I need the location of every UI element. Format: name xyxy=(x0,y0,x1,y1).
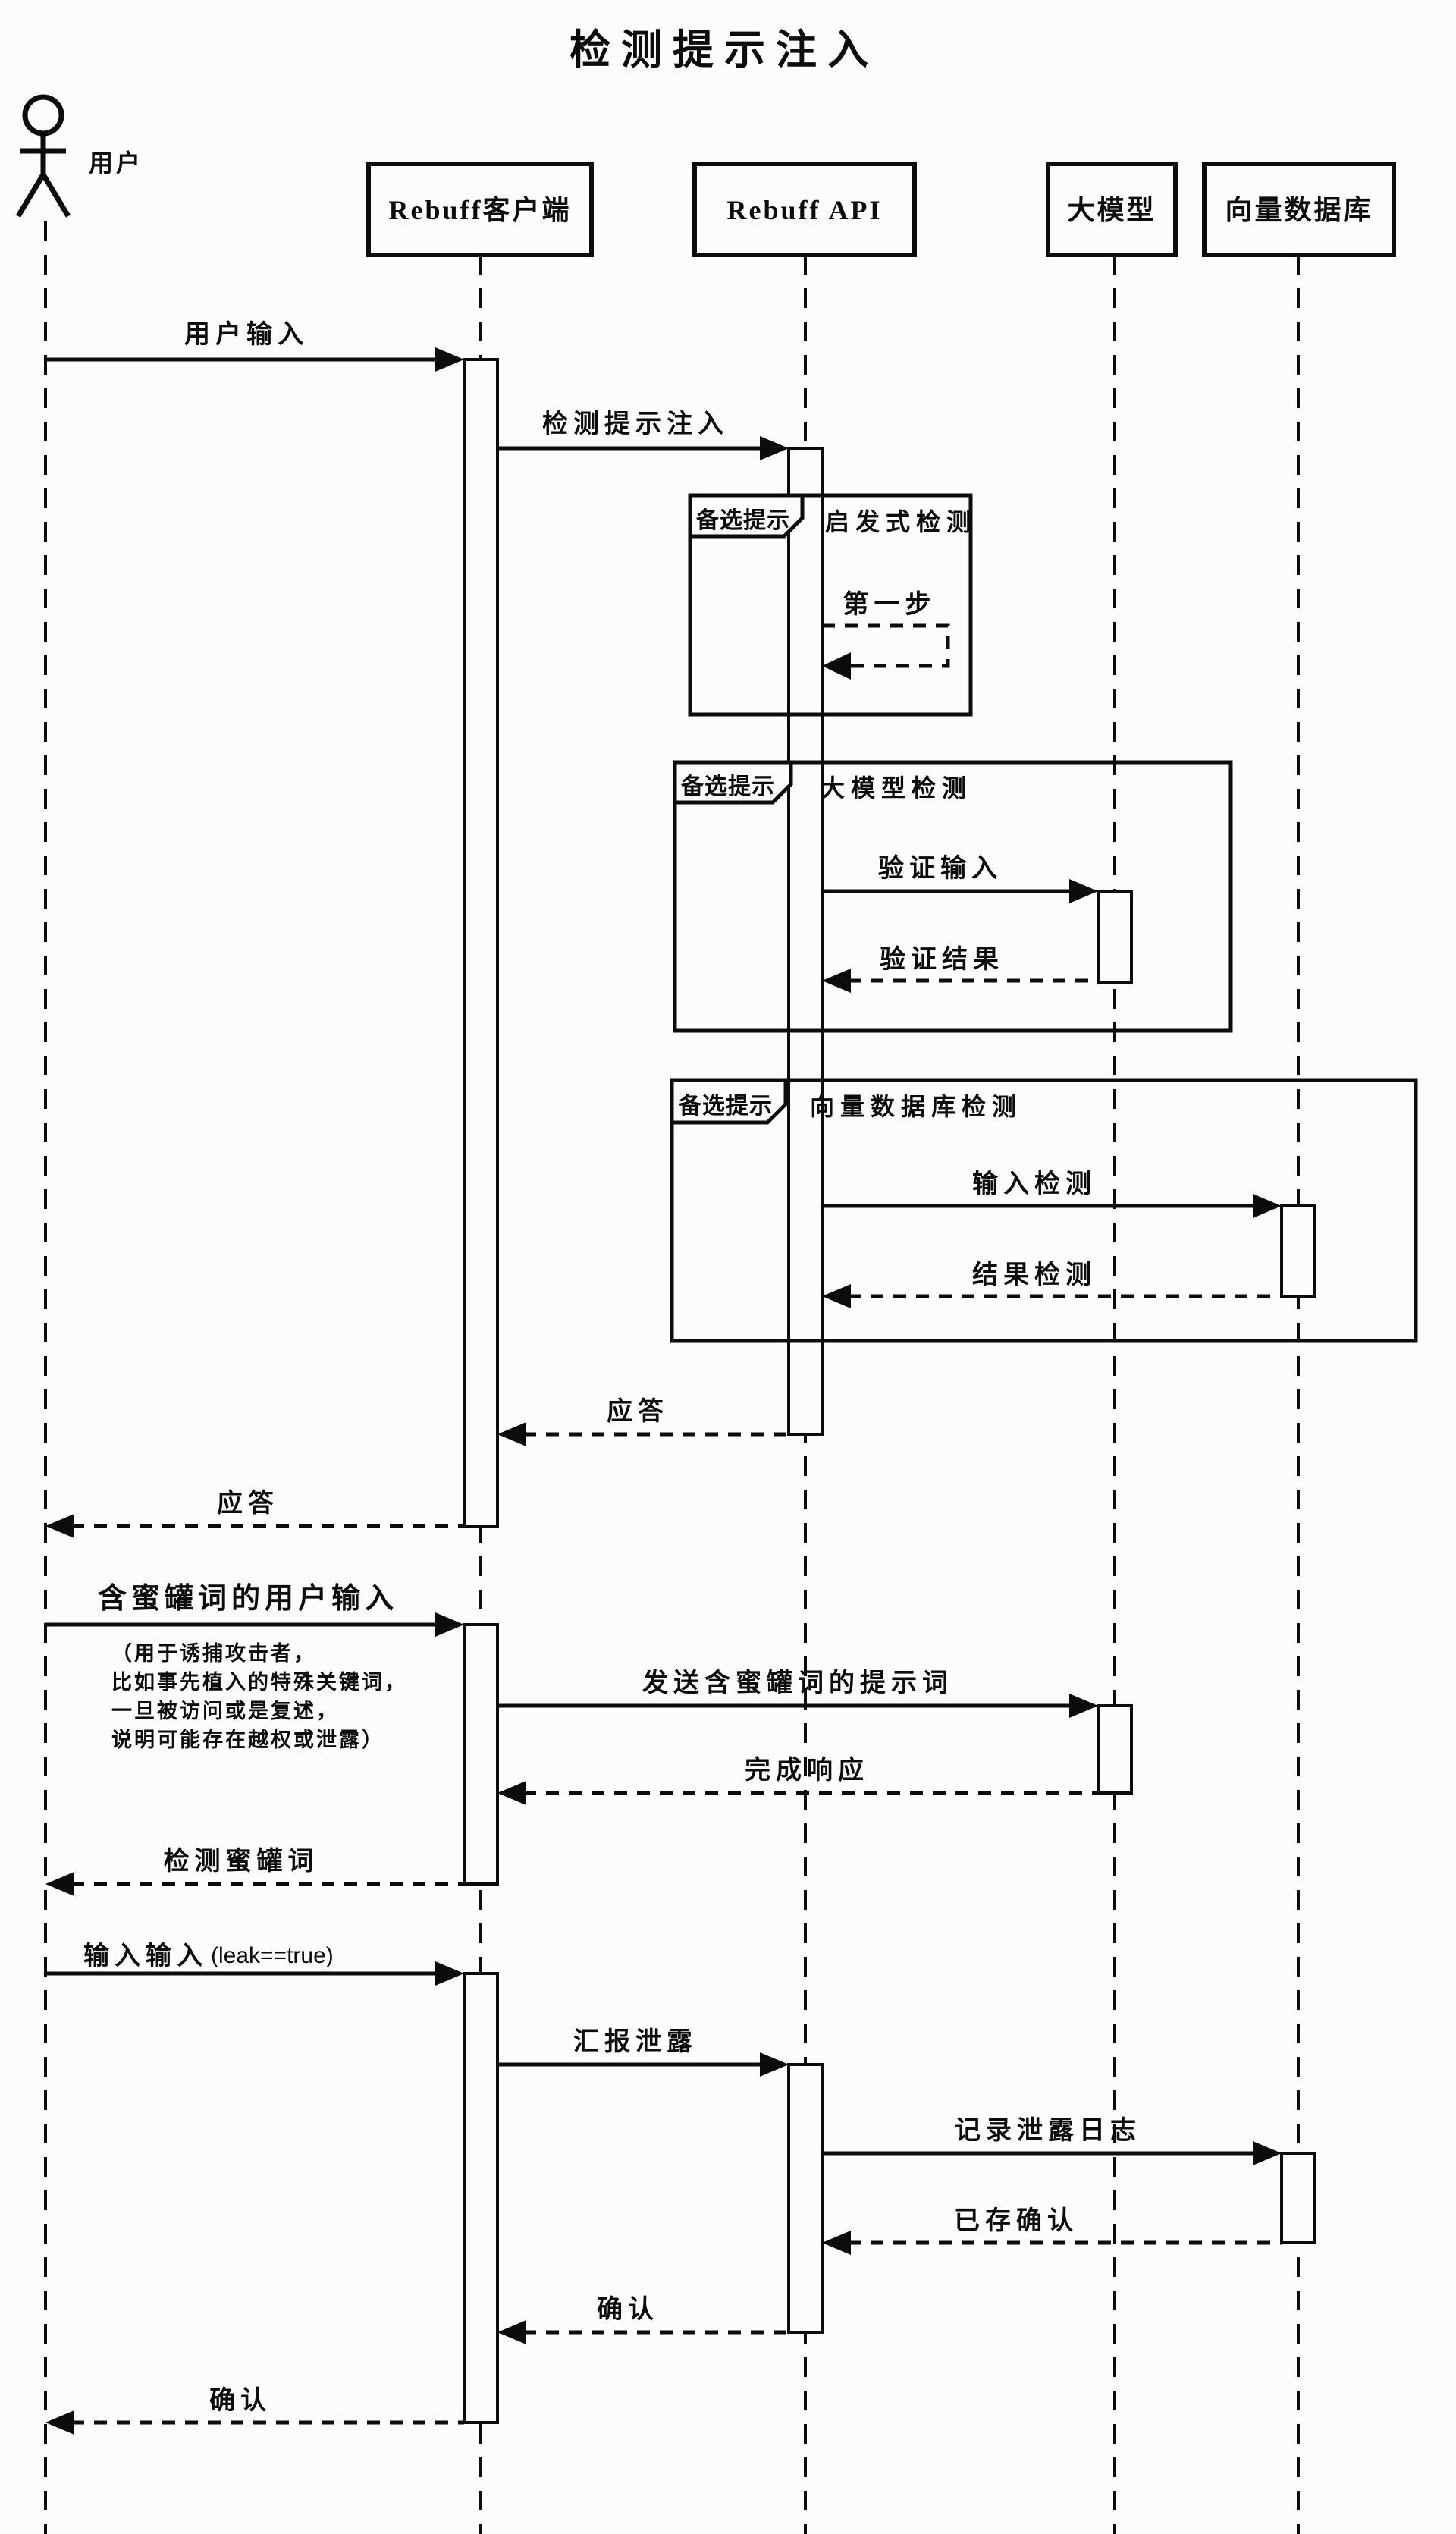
activation-llm-2 xyxy=(1097,1704,1133,1795)
message-input-check: 输入检测 xyxy=(822,1169,1282,1218)
note-line: 比如事先植入的特殊关键词， xyxy=(111,1670,407,1694)
diagram-title: 检测提示注入 xyxy=(570,27,879,73)
alt-frame-label-tab xyxy=(673,760,793,805)
message-log-leak: 记录泄露日志 xyxy=(822,2116,1282,2165)
message-user-input: 用户输入 xyxy=(46,320,464,372)
message-completion-response: 完成响应 xyxy=(497,1755,1098,1805)
arrowhead-right xyxy=(760,436,789,460)
alt-keyword: 备选提示 xyxy=(681,774,775,799)
message-honeypot-input: 含蜜罐词的用户输入 xyxy=(46,1583,464,1637)
arrowhead-left xyxy=(46,1872,74,1896)
participant-label-rebuff-client: Rebuff客户端 xyxy=(389,195,572,225)
message-confirm-client: 确认 xyxy=(46,2386,464,2435)
participant-box-vector-db xyxy=(1202,162,1396,257)
arrowhead-left xyxy=(497,1781,526,1805)
activation-llm-1 xyxy=(1097,890,1133,984)
alt-frame-label-tab xyxy=(688,493,805,539)
message-label: 第一步 xyxy=(843,590,937,619)
message-response-client: 应答 xyxy=(46,1489,464,1538)
note-line: （用于诱捕攻击者， xyxy=(111,1642,316,1665)
arrowhead-right xyxy=(1253,1194,1282,1218)
arrowhead-right xyxy=(1069,1694,1098,1718)
arrowhead-left xyxy=(822,1284,851,1308)
activation-client-2 xyxy=(463,1623,499,1886)
message-detect-honeypot: 检测蜜罐词 xyxy=(46,1846,464,1896)
alt-keyword: 备选提示 xyxy=(679,1093,773,1119)
message-label: 验证输入 xyxy=(878,853,1003,883)
message-label: 发送含蜜罐词的提示词 xyxy=(642,1669,953,1697)
participant-label-rebuff-api: Rebuff API xyxy=(726,195,882,225)
message-label: 验证结果 xyxy=(880,944,1004,974)
activation-vector-db-1 xyxy=(1280,1204,1316,1298)
message-label: 汇报泄露 xyxy=(573,2027,698,2056)
message-label: 记录泄露日志 xyxy=(955,2116,1141,2145)
arrowhead-right xyxy=(1069,879,1098,903)
arrowhead-left xyxy=(497,2320,526,2344)
arrowhead-left xyxy=(46,1514,74,1538)
arrowhead-right xyxy=(435,1612,464,1637)
activation-client-1 xyxy=(463,358,499,1528)
message-label: 应答 xyxy=(217,1489,279,1518)
participant-label-vector-db: 向量数据库 xyxy=(1225,195,1373,225)
participant-box-llm xyxy=(1046,162,1178,257)
message-label: 完成响应 xyxy=(745,1755,869,1785)
arrowhead-left xyxy=(822,2231,851,2255)
message-input-leak-true: 输入输入 (leak==true) xyxy=(46,1942,464,1986)
message-label: 检测蜜罐词 xyxy=(164,1846,319,1876)
activation-vector-db-2 xyxy=(1280,2152,1316,2244)
activation-client-3 xyxy=(463,1972,499,2424)
message-label: 结果检测 xyxy=(972,1260,1097,1289)
arrowhead-right xyxy=(760,2052,789,2077)
arrowhead-left xyxy=(46,2410,74,2435)
alt-frame-label-tab xyxy=(670,1078,788,1125)
arrowhead-right xyxy=(435,1961,464,1986)
arrowhead-left xyxy=(822,652,851,680)
arrowhead-left xyxy=(497,1422,526,1446)
participant-label-llm: 大模型 xyxy=(1067,195,1156,225)
alt-condition: 大模型检测 xyxy=(821,774,972,802)
user-actor-icon xyxy=(15,94,71,218)
message-label: 输入输入 xyxy=(83,1942,208,1970)
alt-condition: 启发式检测 xyxy=(825,508,977,535)
alt-keyword: 备选提示 xyxy=(696,507,790,533)
arrowhead-left xyxy=(822,969,851,993)
message-send-honeypot-prompt: 发送含蜜罐词的提示词 xyxy=(497,1669,1098,1718)
message-response-api: 应答 xyxy=(497,1397,789,1446)
message-verify-input: 验证输入 xyxy=(822,853,1098,903)
participant-box-rebuff-api xyxy=(692,162,917,257)
message-label: 含蜜罐词的用户输入 xyxy=(98,1583,398,1615)
user-actor-label: 用户 xyxy=(89,149,143,177)
alt-frame-heuristic: 备选提示 启发式检测 xyxy=(688,493,977,717)
message-guard: (leak==true) xyxy=(211,1943,334,1968)
honeypot-note: （用于诱捕攻击者， 比如事先植入的特殊关键词， 一旦被访问或是复述， 说明可能存… xyxy=(111,1642,407,1751)
alt-condition: 向量数据库检测 xyxy=(810,1093,1022,1120)
alt-frame-vector-db: 备选提示 向量数据库检测 xyxy=(670,1078,1418,1343)
message-label: 确认 xyxy=(209,2386,271,2415)
message-label: 应答 xyxy=(607,1397,669,1426)
activation-api-1 xyxy=(787,447,824,1436)
activation-api-2 xyxy=(787,2063,824,2334)
message-confirm-api: 确认 xyxy=(497,2295,789,2344)
note-line: 一旦被访问或是复述， xyxy=(111,1700,339,1722)
message-label: 已存确认 xyxy=(954,2206,1078,2235)
message-label: 检测提示注入 xyxy=(542,409,729,438)
message-step-one-self: 第一步 xyxy=(822,590,950,680)
note-line: 说明可能存在越权或泄露） xyxy=(111,1728,384,1751)
message-label: 确认 xyxy=(597,2295,659,2324)
arrowhead-right xyxy=(1253,2141,1282,2165)
participant-box-rebuff-client xyxy=(366,162,594,257)
message-detect-injection: 检测提示注入 xyxy=(497,409,789,460)
message-label: 用户输入 xyxy=(184,320,309,349)
message-report-leak: 汇报泄露 xyxy=(497,2027,789,2077)
message-result-check: 结果检测 xyxy=(822,1260,1282,1308)
alt-frame-llm: 备选提示 大模型检测 xyxy=(673,760,1233,1033)
message-label: 输入检测 xyxy=(972,1169,1097,1198)
message-verify-result: 验证结果 xyxy=(822,944,1098,993)
message-stored-confirm: 已存确认 xyxy=(822,2206,1282,2255)
arrowhead-right xyxy=(435,347,464,372)
